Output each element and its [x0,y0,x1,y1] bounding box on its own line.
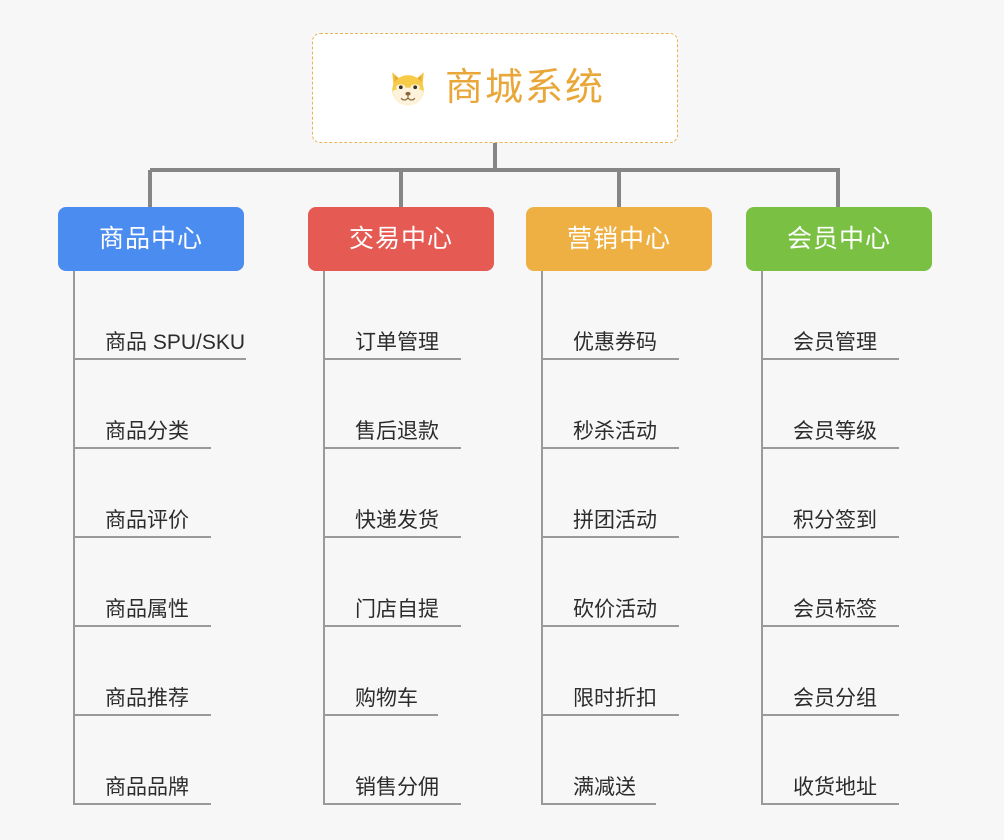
leaf-label: 商品品牌 [105,775,189,799]
root-node[interactable]: 商城系统 [312,33,678,143]
leaf-label: 优惠券码 [573,330,657,354]
list-item[interactable]: 会员等级 [763,360,934,449]
leaf-label: 商品评价 [105,508,189,532]
leaf-label: 商品推荐 [105,686,189,710]
list-item[interactable]: 商品品牌 [75,716,246,805]
connector-drop-1 [148,170,152,207]
leaf-label: 限时折扣 [573,686,657,710]
leaf-label: 砍价活动 [573,597,657,621]
dog-face-icon [385,65,431,111]
leaf-rule [325,536,461,538]
leaf-label: 商品分类 [105,419,189,443]
leaf-rule [763,714,899,716]
leaf-rule [763,803,899,805]
leaf-rule [325,358,461,360]
category-label-2: 交易中心 [348,224,453,253]
leaf-label: 拼团活动 [573,508,657,532]
connector-root-stem [493,143,497,170]
leaf-rule [325,447,461,449]
leaf-rule [763,358,899,360]
list-item[interactable]: 销售分佣 [325,716,496,805]
leaf-rule [543,447,679,449]
leaf-rule [325,803,461,805]
category-label-3: 营销中心 [566,224,671,253]
list-item[interactable]: 秒杀活动 [543,360,714,449]
list-item[interactable]: 售后退款 [325,360,496,449]
leaf-label: 售后退款 [355,419,439,443]
list-item[interactable]: 会员标签 [763,538,934,627]
list-item[interactable]: 快递发货 [325,449,496,538]
leaf-list-1: 商品 SPU/SKU 商品分类 商品评价 商品属性 商品推荐 商品品牌 [73,271,246,805]
leaf-list-3: 优惠券码 秒杀活动 拼团活动 砍价活动 限时折扣 满减送 [541,271,714,805]
list-item[interactable]: 购物车 [325,627,496,716]
leaf-label: 会员管理 [793,330,877,354]
list-item[interactable]: 满减送 [543,716,714,805]
leaf-rule [75,447,211,449]
list-item[interactable]: 商品推荐 [75,627,246,716]
connector-drop-4 [836,170,840,207]
category-box-4[interactable]: 会员中心 [746,207,932,271]
leaf-rule [763,536,899,538]
leaf-rule [543,803,656,805]
leaf-label: 积分签到 [793,508,877,532]
category-box-1[interactable]: 商品中心 [58,207,244,271]
leaf-rule [75,358,246,360]
connector-drop-3 [617,170,621,207]
leaf-rule [543,536,679,538]
category-box-2[interactable]: 交易中心 [308,207,494,271]
leaf-label: 会员分组 [793,686,877,710]
leaf-rule [763,625,899,627]
list-item[interactable]: 会员分组 [763,627,934,716]
category-box-3[interactable]: 营销中心 [526,207,712,271]
leaf-label: 商品 SPU/SKU [105,330,246,354]
leaf-label: 快递发货 [355,508,439,532]
list-item[interactable]: 门店自提 [325,538,496,627]
leaf-rule [325,625,461,627]
list-item[interactable]: 积分签到 [763,449,934,538]
list-item[interactable]: 收货地址 [763,716,934,805]
leaf-label: 满减送 [573,775,636,799]
leaf-rule [75,803,211,805]
list-item[interactable]: 商品分类 [75,360,246,449]
leaf-label: 门店自提 [355,597,439,621]
category-label-1: 商品中心 [98,224,203,253]
leaf-rule [75,536,211,538]
leaf-list-2: 订单管理 售后退款 快递发货 门店自提 购物车 销售分佣 [323,271,496,805]
branch-column-2: 交易中心 订单管理 售后退款 快递发货 门店自提 购物车 [308,207,494,805]
list-item[interactable]: 拼团活动 [543,449,714,538]
leaf-label: 会员等级 [793,419,877,443]
leaf-label: 销售分佣 [355,775,439,799]
leaf-rule [543,358,679,360]
leaf-label: 商品属性 [105,597,189,621]
list-item[interactable]: 优惠券码 [543,271,714,360]
leaf-rule [543,714,679,716]
list-item[interactable]: 限时折扣 [543,627,714,716]
leaf-label: 购物车 [355,686,418,710]
leaf-rule [543,625,679,627]
connector-horizontal-bus [150,168,840,172]
list-item[interactable]: 砍价活动 [543,538,714,627]
leaf-label: 订单管理 [355,330,439,354]
list-item[interactable]: 商品评价 [75,449,246,538]
branch-column-3: 营销中心 优惠券码 秒杀活动 拼团活动 砍价活动 限时折扣 [526,207,712,805]
leaf-label: 秒杀活动 [573,419,657,443]
leaf-rule [325,714,438,716]
leaf-rule [75,625,211,627]
list-item[interactable]: 订单管理 [325,271,496,360]
list-item[interactable]: 商品属性 [75,538,246,627]
leaf-label: 收货地址 [793,775,877,799]
list-item[interactable]: 会员管理 [763,271,934,360]
leaf-rule [763,447,899,449]
connector-drop-2 [399,170,403,207]
leaf-rule [75,714,211,716]
list-item[interactable]: 商品 SPU/SKU [75,271,246,360]
category-label-4: 会员中心 [786,224,891,253]
leaf-list-4: 会员管理 会员等级 积分签到 会员标签 会员分组 收货地址 [761,271,934,805]
branch-column-4: 会员中心 会员管理 会员等级 积分签到 会员标签 会员分组 [746,207,932,805]
leaf-label: 会员标签 [793,597,877,621]
root-title: 商城系统 [444,67,605,109]
branch-column-1: 商品中心 商品 SPU/SKU 商品分类 商品评价 商品属性 商品推荐 [58,207,246,805]
